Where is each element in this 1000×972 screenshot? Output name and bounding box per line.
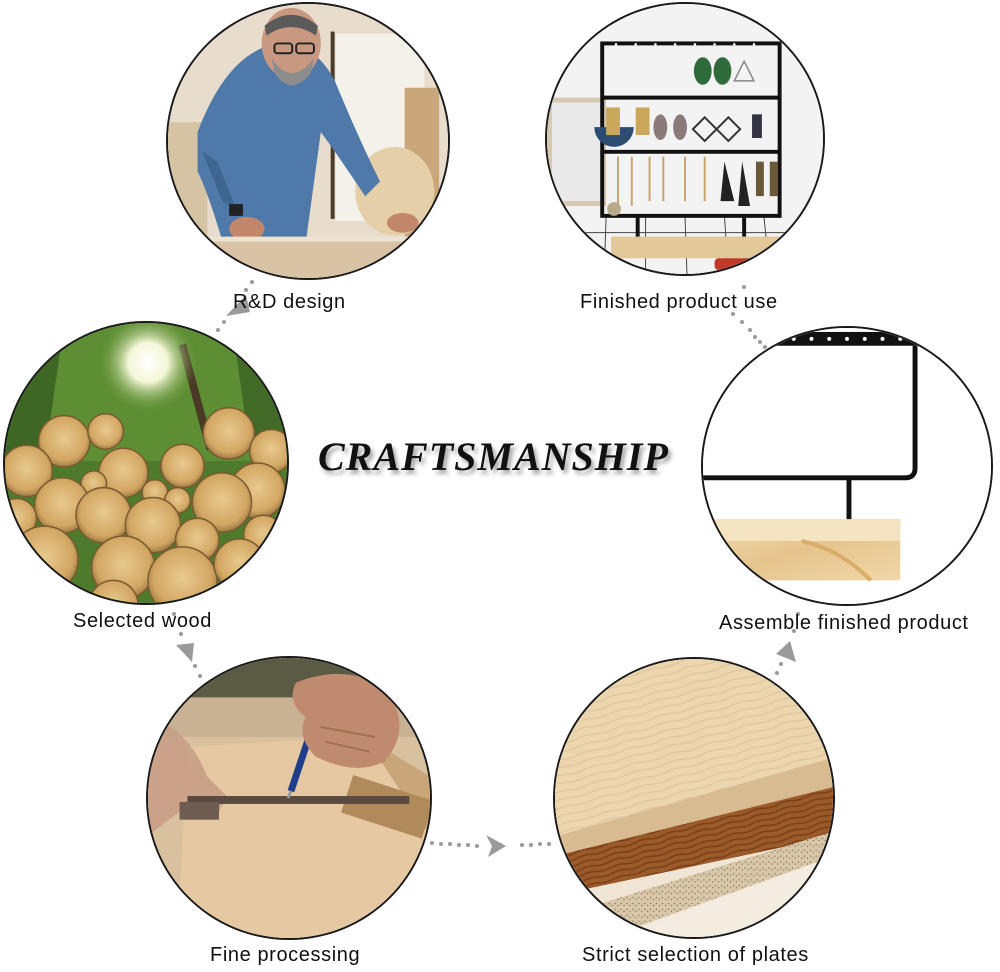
metal-frame-wooden-base-illustration: [703, 328, 991, 604]
step-label-strict-selection-of-plates: Strict selection of plates: [582, 944, 809, 966]
hands-measuring-wood-illustration: [148, 658, 430, 938]
selected-wood-image: [3, 321, 289, 605]
stacked-boards-illustration: [555, 659, 833, 937]
step-label-assemble-finished-product: Assemble finished product: [719, 612, 969, 634]
fine-processing-image: [146, 656, 432, 940]
rnd-design-image: [166, 2, 450, 280]
step-label-selected-wood: Selected wood: [73, 610, 213, 632]
designer-at-workbench-illustration: [168, 4, 448, 278]
step-label-rnd-design: R&D design: [233, 291, 346, 313]
stacked-logs-illustration: [5, 323, 287, 603]
strict-selection-of-plates-image: [553, 657, 835, 939]
step-label-finished-product-use: Finished product use: [580, 291, 778, 313]
assemble-finished-product-image: [701, 326, 993, 606]
finished-product-use-image: [545, 2, 825, 276]
craftsmanship-title: CRAFTSMANSHIP: [318, 434, 669, 479]
earring-rack-illustration: [547, 4, 823, 274]
step-label-fine-processing: Fine processing: [210, 944, 361, 966]
